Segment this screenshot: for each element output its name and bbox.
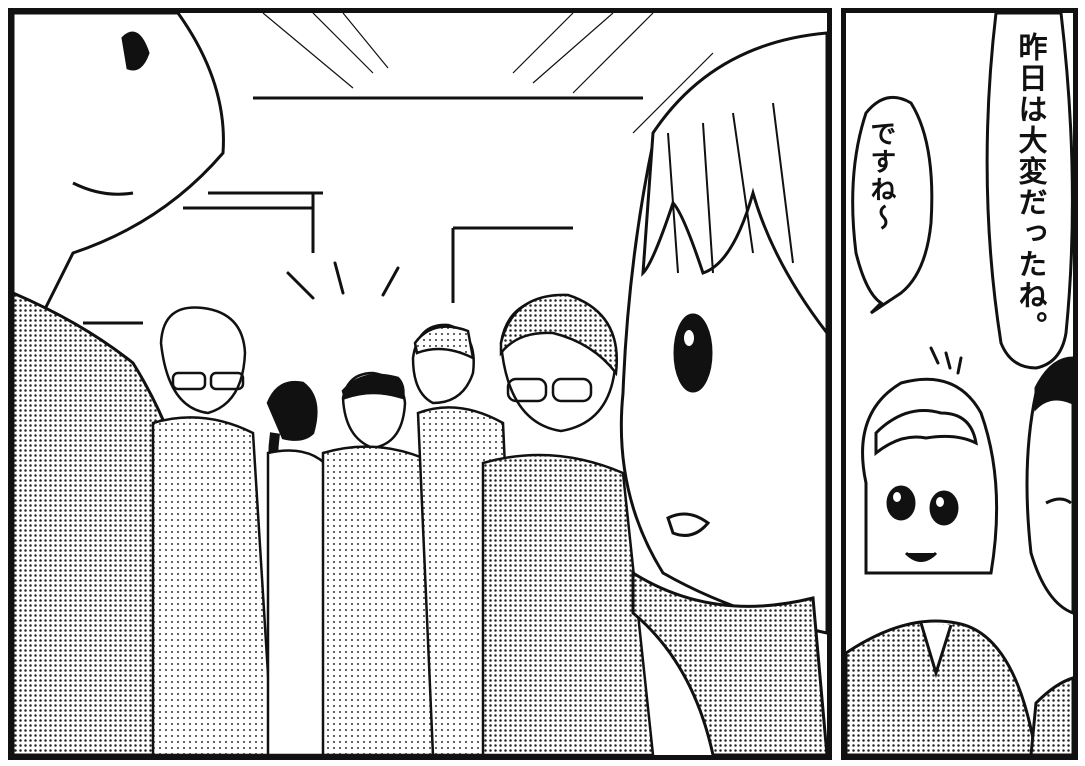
foreground-woman	[619, 31, 827, 755]
speech-bubble-2-text: ですね〜	[866, 120, 896, 232]
speech-bubble-2	[851, 95, 934, 315]
speech-bubble-1-text: 昨日は大変だったね。	[1014, 32, 1048, 342]
left-panel	[8, 8, 832, 760]
smiling-girl	[846, 377, 1038, 755]
background-workers	[151, 293, 655, 755]
surprise-marks-right	[929, 346, 963, 375]
surprise-marks	[286, 261, 400, 300]
right-panel-art	[846, 13, 1073, 755]
right-panel	[841, 8, 1078, 760]
partial-man	[1025, 356, 1073, 755]
room-lines	[83, 96, 643, 325]
left-panel-art	[13, 13, 827, 755]
speech-bubble-1	[985, 13, 1073, 370]
